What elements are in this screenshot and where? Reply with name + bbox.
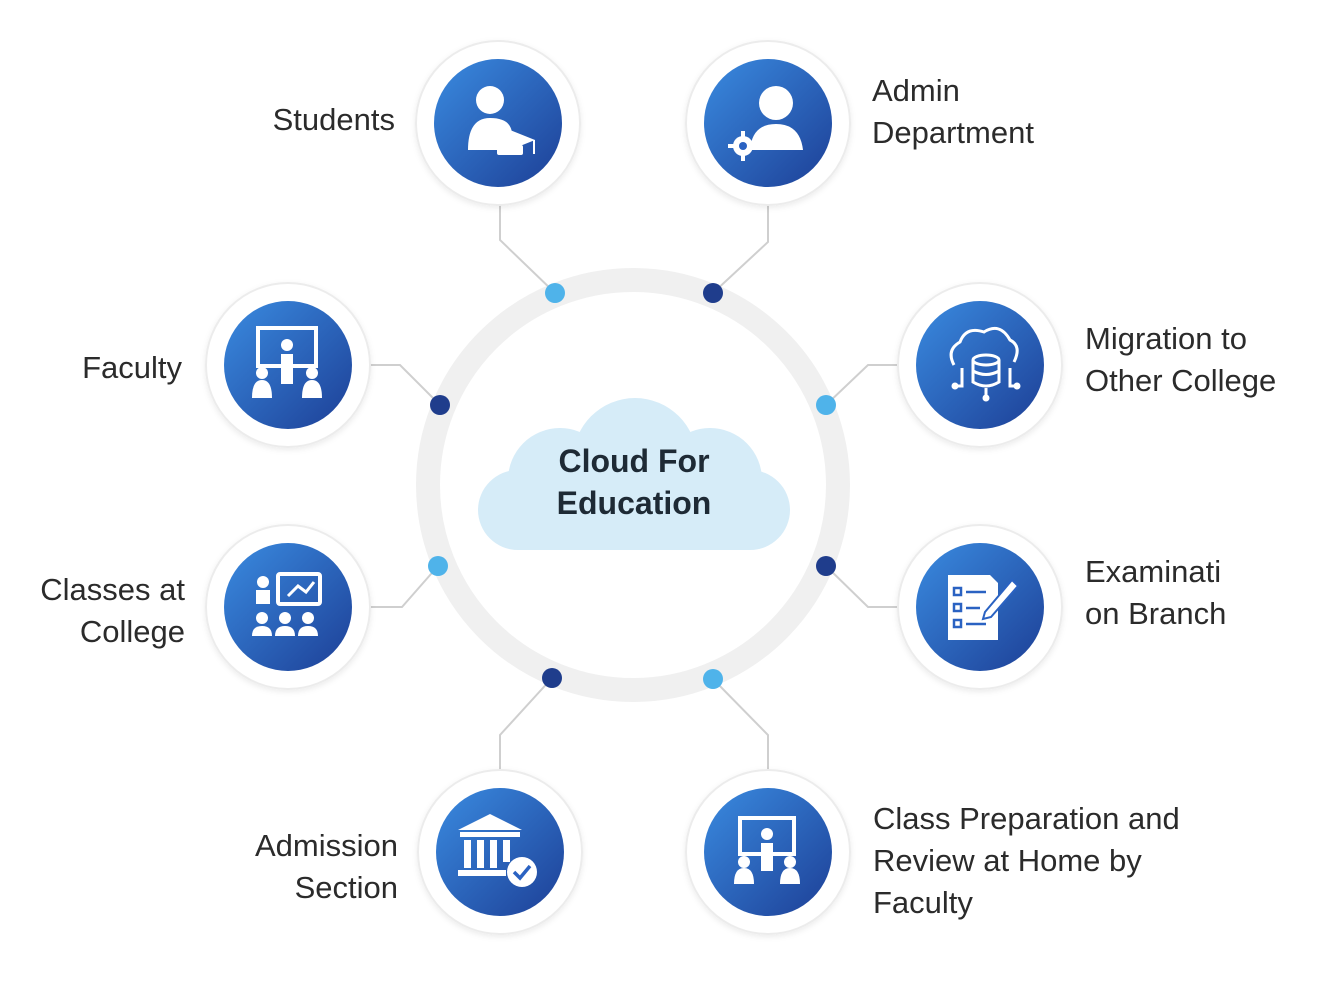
center-title: Cloud For Education [556,443,712,521]
dot-class-prep [703,669,723,689]
dot-students [545,283,565,303]
classroom-icon [252,572,322,636]
presentation-teacher-icon [734,816,800,884]
node-examination [897,524,1063,690]
exam-checklist-icon [948,575,1020,640]
dot-classes [428,556,448,576]
connectors [370,205,897,770]
node-class-prep [685,769,851,935]
node-faculty [205,282,371,448]
node-admin [685,40,851,206]
hub-ring [416,268,850,702]
dot-admission [542,668,562,688]
node-label-migration: Migration to Other College [1085,321,1277,398]
presentation-teacher-icon [252,326,322,398]
node-label-classes: Classes at College [40,572,185,649]
node-students [415,40,581,206]
node-admission [417,769,583,935]
node-label-admin: Admin Department [872,73,1034,150]
bank-check-icon [458,814,537,887]
node-classes [205,524,371,690]
dot-admin [703,283,723,303]
node-label-faculty: Faculty [82,350,182,385]
admin-user-gear-icon [728,86,803,161]
dot-faculty [430,395,450,415]
dot-examination [816,556,836,576]
connector-dots [428,283,836,689]
student-graduation-cap-icon [468,86,535,155]
cloud-database-icon [949,326,1021,402]
node-label-admission: Admission Section [255,828,398,905]
node-label-class-prep: Class Preparation and Review at Home by … [873,801,1180,920]
cloud-shape [478,398,790,550]
node-label-examination: Examinati on Branch [1085,554,1227,631]
node-migration [897,282,1063,448]
node-label-students: Students [272,102,395,137]
dot-migration [816,395,836,415]
